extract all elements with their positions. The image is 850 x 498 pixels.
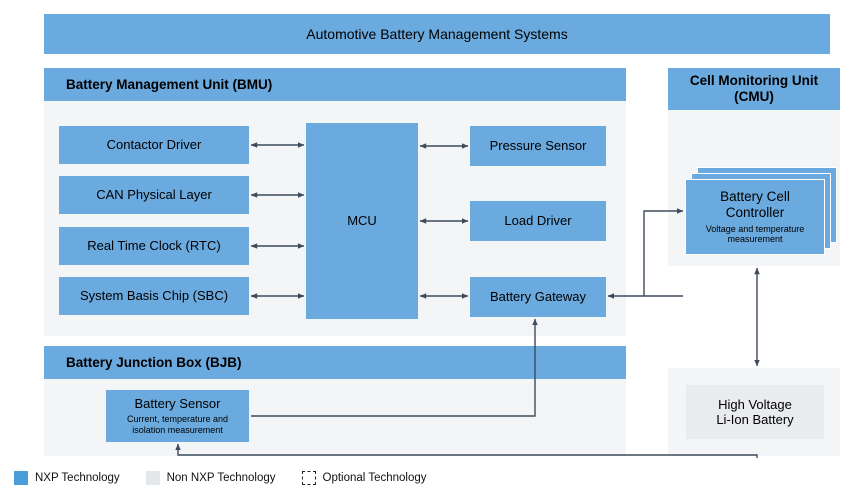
bjb-header-label: Battery Junction Box (BJB) [66,354,242,370]
block-battery-cell-controller[interactable]: Battery Cell Controller Voltage and temp… [685,179,825,255]
block-label: Battery Sensor [134,396,221,412]
diagram-title-bar: Automotive Battery Management Systems [44,14,830,54]
bmu-header-label: Battery Management Unit (BMU) [66,76,273,92]
legend-label: NXP Technology [35,472,120,484]
bmu-header: Battery Management Unit (BMU) [44,68,626,101]
block-battery-sensor[interactable]: Battery Sensor Current, temperature and … [106,390,249,442]
legend-swatch-non-nxp-icon [145,471,160,485]
block-real-time-clock[interactable]: Real Time Clock (RTC) [59,227,249,265]
block-label: Contactor Driver [106,137,202,153]
block-sublabel-line1: Voltage and temperature [705,223,805,234]
block-system-basis-chip[interactable]: System Basis Chip (SBC) [59,277,249,315]
legend-label: Non NXP Technology [166,472,276,484]
block-pressure-sensor[interactable]: Pressure Sensor [470,126,606,166]
block-label: Battery Gateway [489,289,587,305]
block-label: CAN Physical Layer [96,187,212,203]
legend-item-optional: Optional Technology [301,471,427,485]
block-label-line2: Controller [725,204,785,220]
block-label: Pressure Sensor [489,138,587,154]
legend-label: Optional Technology [322,472,427,484]
block-high-voltage-battery[interactable]: High Voltage Li-Ion Battery [686,385,824,439]
block-mcu[interactable]: MCU [306,123,418,319]
block-label-line1: High Voltage [718,396,792,412]
block-label-line1: Battery Cell [720,188,790,204]
block-can-physical-layer[interactable]: CAN Physical Layer [59,176,249,214]
block-label: Load Driver [504,213,572,229]
bjb-header: Battery Junction Box (BJB) [44,346,626,379]
legend-swatch-nxp-icon [14,471,28,485]
block-label: MCU [347,213,377,229]
block-label-line2: Li-Ion Battery [716,412,794,427]
block-battery-gateway[interactable]: Battery Gateway [470,277,606,317]
block-label: Real Time Clock (RTC) [87,238,221,254]
legend: NXP Technology Non NXP Technology Option… [14,468,453,488]
block-contactor-driver[interactable]: Contactor Driver [59,126,249,164]
block-sublabel-line2: isolation measurement [132,425,223,436]
block-label: System Basis Chip (SBC) [79,288,229,304]
legend-item-nxp: NXP Technology [14,471,120,485]
cmu-header: Cell Monitoring Unit (CMU) [668,68,840,110]
legend-item-non-nxp: Non NXP Technology [145,471,276,485]
cmu-header-line2: (CMU) [734,89,774,104]
page-title: Automotive Battery Management Systems [306,25,568,42]
block-sublabel-line1: Current, temperature and [126,414,229,425]
block-sublabel-line2: measurement [727,234,783,245]
block-load-driver[interactable]: Load Driver [470,201,606,241]
legend-swatch-optional-icon [301,471,316,485]
cmu-header-line1: Cell Monitoring Unit [689,73,819,89]
